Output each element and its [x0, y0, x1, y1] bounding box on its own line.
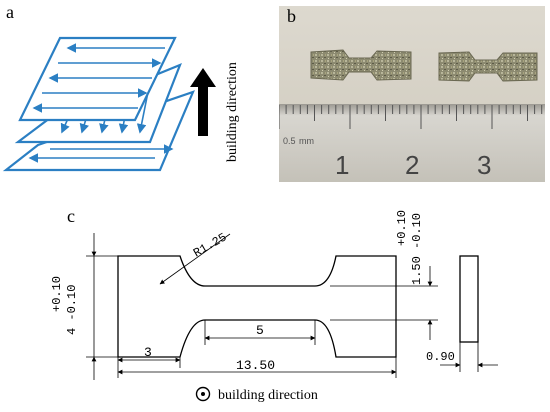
side-view — [459, 255, 479, 343]
svg-text:0.5: 0.5 — [283, 136, 296, 146]
dim-width-tol: +0.10 — [50, 276, 64, 312]
building-direction-label: building direction — [225, 62, 240, 162]
ruler-number-2: 2 — [405, 150, 419, 180]
building-direction-arrow — [190, 68, 216, 136]
building-direction-symbol — [195, 386, 211, 402]
ruler-number-3: 3 — [477, 150, 491, 180]
dim-width: 4 -0.10 — [65, 285, 79, 335]
dogbone-outline — [117, 255, 397, 358]
specimen-right — [438, 51, 538, 82]
ruler-number-1: 1 — [335, 150, 349, 180]
dim-gauge-length: 5 — [256, 323, 264, 338]
scan-layers-diagram: building direction — [2, 36, 240, 172]
dim-radius: R1.25 — [191, 230, 229, 260]
dim-total-length: 13.50 — [236, 358, 275, 373]
legend-building-direction: building direction — [218, 388, 318, 403]
svg-text:mm: mm — [299, 136, 314, 146]
specimen-left — [310, 49, 412, 81]
panel-label-c: c — [67, 206, 75, 226]
dim-gauge-width: 1.50 -0.10 — [410, 213, 424, 285]
dim-thickness: 0.90 — [426, 350, 455, 364]
panel-label-a: a — [6, 2, 14, 22]
panel-label-b: b — [287, 6, 296, 26]
layer-top — [18, 36, 177, 122]
dim-grip-length: 3 — [144, 345, 152, 360]
dim-gauge-width-tol: +0.10 — [395, 210, 409, 246]
ruler: 0.5 mm 1 2 3 — [279, 104, 545, 182]
specimen-photo: 0.5 mm 1 2 3 — [279, 6, 545, 182]
